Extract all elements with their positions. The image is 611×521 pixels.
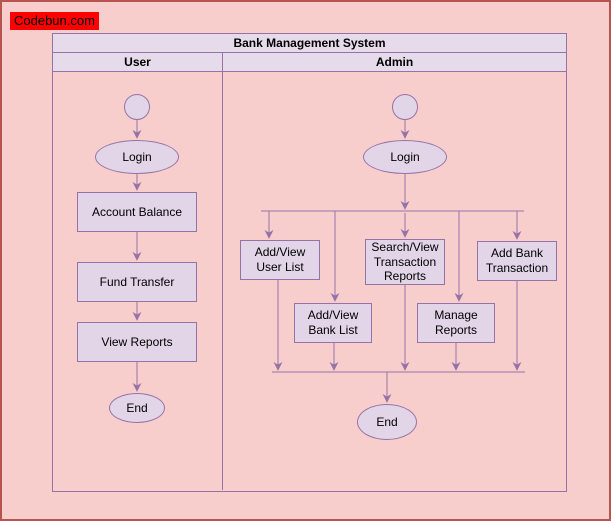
- node-view-reports: View Reports: [77, 322, 197, 362]
- lane-header-row: User Admin: [53, 53, 566, 72]
- node-admin-login: Login: [363, 140, 447, 174]
- lane-header-admin: Admin: [223, 53, 566, 71]
- node-manage-reports: Manage Reports: [417, 303, 495, 343]
- node-user-login: Login: [95, 140, 179, 174]
- diagram-title: Bank Management System: [53, 34, 566, 53]
- lane-divider: [222, 72, 223, 490]
- node-admin-start-circle: [392, 94, 418, 120]
- swimlane-frame: Bank Management System User Admin: [52, 33, 567, 492]
- node-user-end: End: [109, 393, 165, 423]
- node-user-start-circle: [124, 94, 150, 120]
- node-add-view-user-list: Add/View User List: [240, 240, 320, 280]
- node-admin-end: End: [357, 404, 417, 440]
- node-add-bank-transaction: Add Bank Transaction: [477, 241, 557, 281]
- node-account-balance: Account Balance: [77, 192, 197, 232]
- lane-header-user: User: [53, 53, 223, 71]
- node-search-view-transaction-reports: Search/View Transaction Reports: [365, 239, 445, 285]
- lane-body: [53, 72, 566, 490]
- node-add-view-bank-list: Add/View Bank List: [294, 303, 372, 343]
- node-fund-transfer: Fund Transfer: [77, 262, 197, 302]
- watermark-label: Codebun.com: [10, 12, 99, 30]
